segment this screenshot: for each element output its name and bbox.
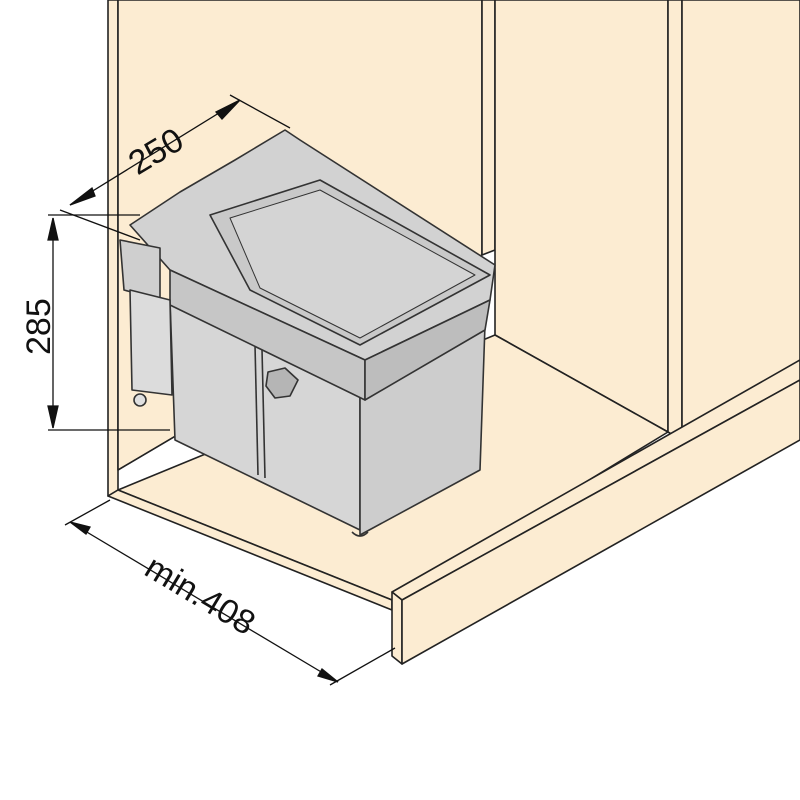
height-dimension-label: 285 (20, 298, 58, 355)
cabinet-left-panel-edge (107, 0, 119, 497)
cabinet-plinth-front (401, 379, 800, 665)
cabinet-right-outer-panel (681, 0, 800, 441)
waste-bin (119, 129, 496, 537)
dimension-lines (47, 94, 396, 686)
